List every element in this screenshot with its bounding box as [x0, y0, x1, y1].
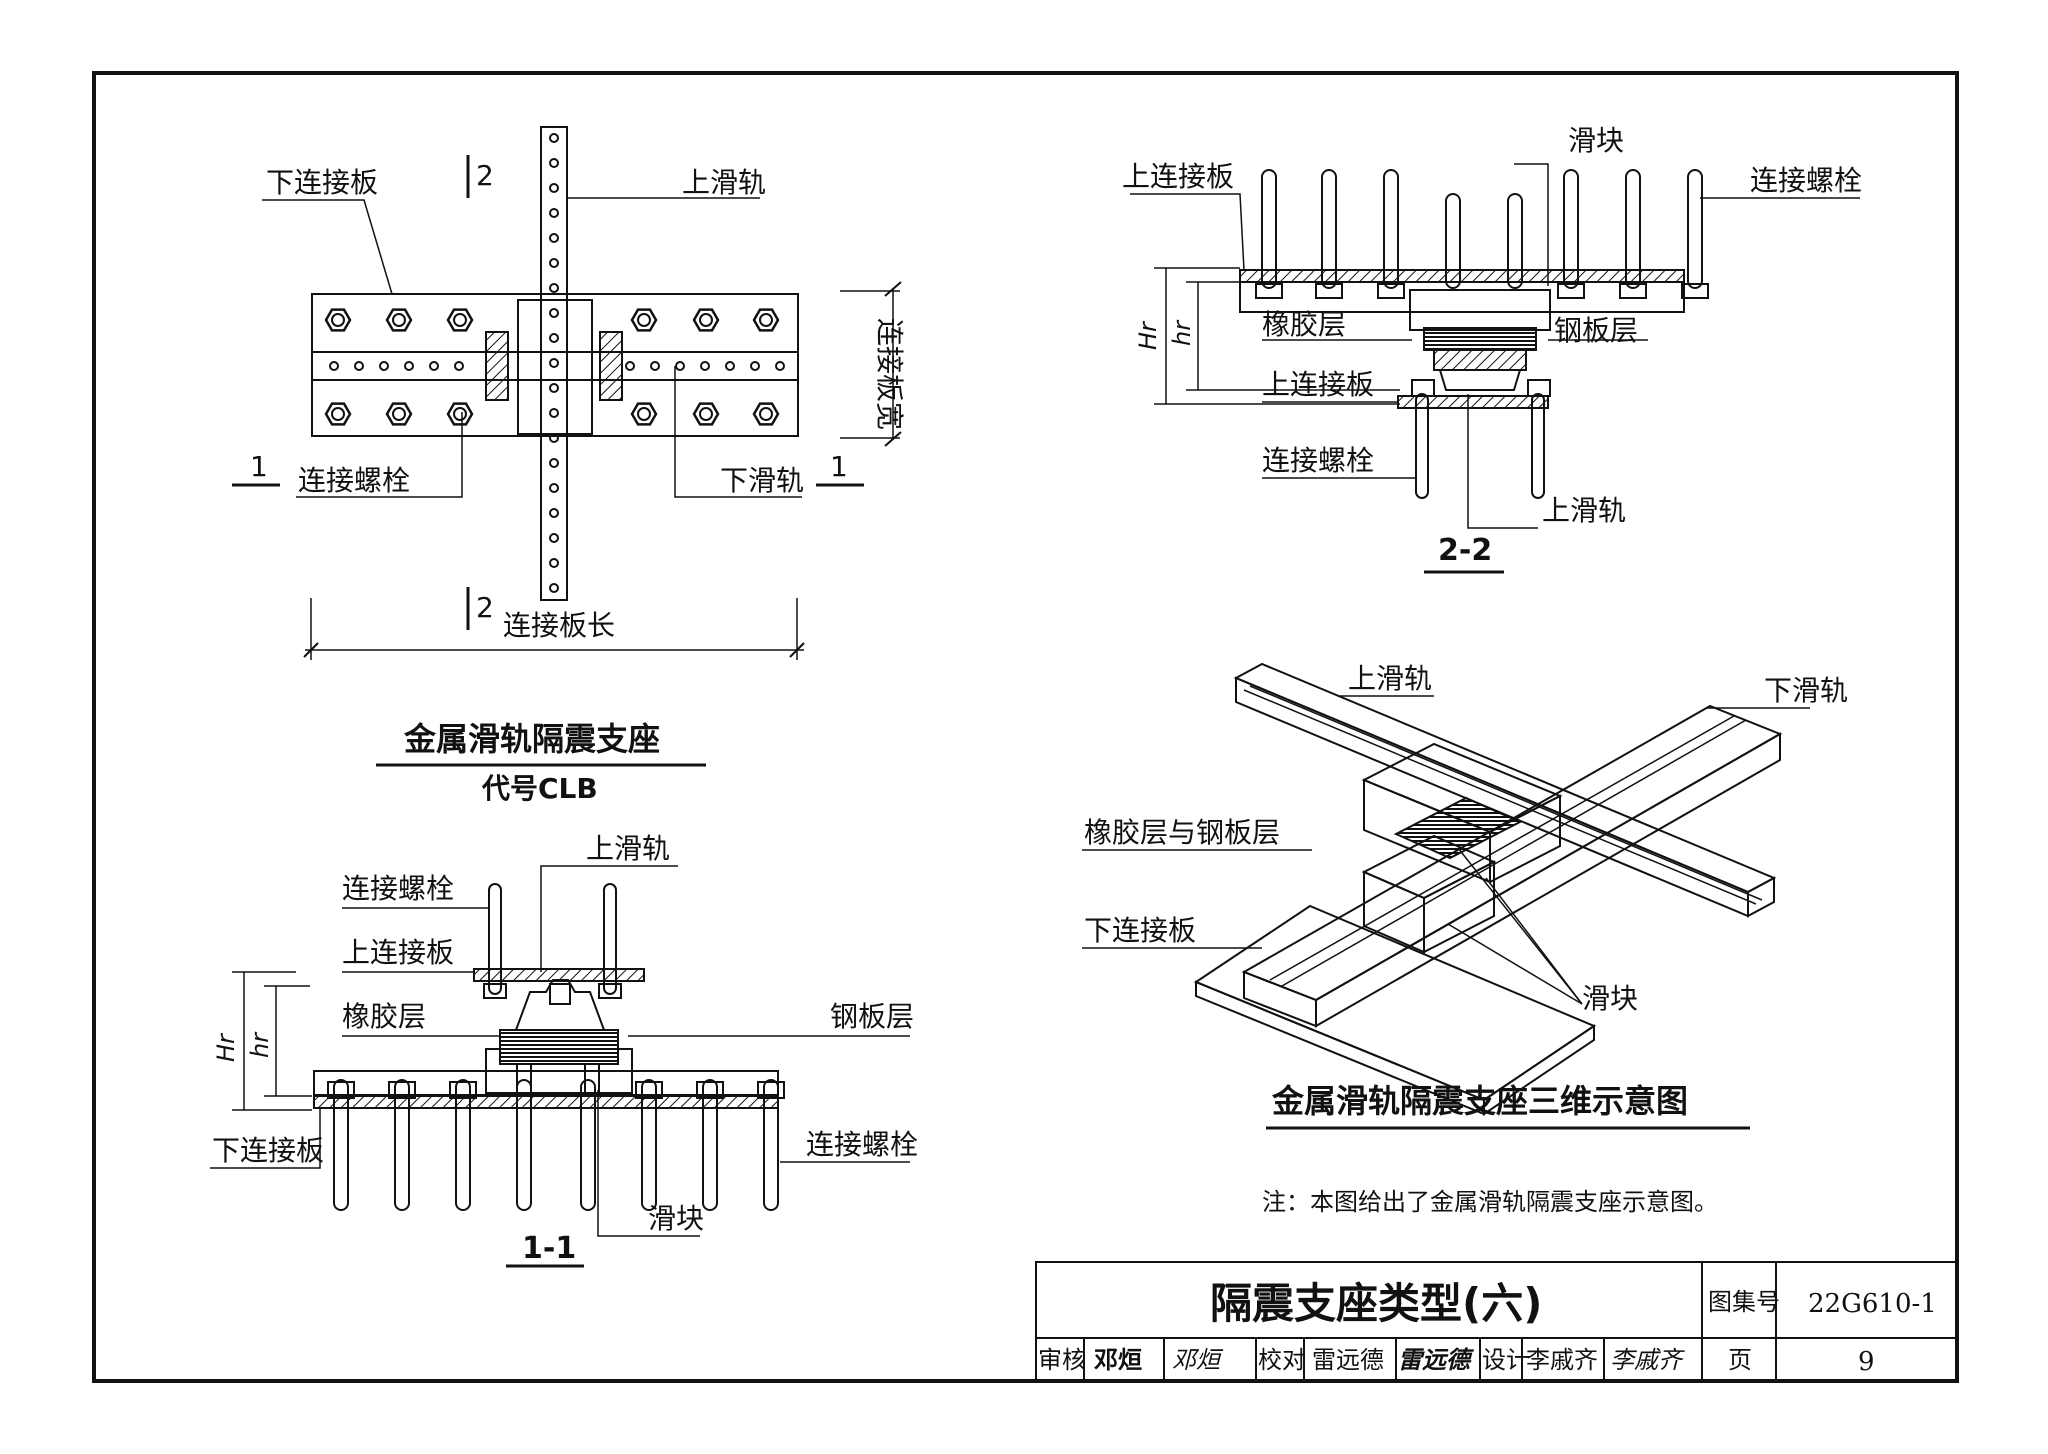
cut-marker-1-right: 1 [830, 450, 848, 483]
label-1-1-upper-plate: 上连接板 [342, 936, 454, 969]
label-1-1-bolt-bottom: 连接螺栓 [806, 1128, 918, 1161]
iso-view: 上滑轨 下滑轨 橡胶层与钢板层 下连接板 滑块 金属滑轨隔震支座三维示意图 [1082, 662, 1848, 1130]
label-plate-length: 连接板长 [503, 609, 615, 642]
review-label: 审核 [1038, 1346, 1086, 1374]
slider-left-hatched [485, 331, 509, 401]
label-iso-lower-rail: 下滑轨 [1764, 674, 1848, 707]
label-1-1-lower-plate: 下连接板 [212, 1134, 324, 1167]
section-2-2-title: 2-2 [1438, 533, 1492, 568]
review-name: 邓烜 [1094, 1346, 1142, 1374]
cut-marker-2-top: 2 [476, 159, 494, 192]
label-2-2-upper-plate-top: 上连接板 [1122, 160, 1234, 193]
iso-view-title: 金属滑轨隔震支座三维示意图 [1271, 1082, 1688, 1120]
check-label: 校对 [1258, 1346, 1306, 1374]
label-lower-plate: 下连接板 [266, 166, 378, 199]
label-1-1-rubber: 橡胶层 [342, 1000, 426, 1033]
label-iso-upper-rail: 上滑轨 [1348, 662, 1432, 695]
note-text: 注：本图给出了金属滑轨隔震支座示意图。 [1262, 1188, 1718, 1216]
design-signature: 李戚齐 [1610, 1346, 1685, 1374]
label-2-2-Hr: Hr [1134, 320, 1162, 350]
label-plate-width: 连接板宽 [873, 318, 906, 430]
label-2-2-bolt-bottom: 连接螺栓 [1262, 444, 1374, 477]
label-bolt: 连接螺栓 [298, 464, 410, 497]
label-2-2-hr: hr [1168, 319, 1196, 346]
atlas-label: 图集号 [1708, 1288, 1780, 1316]
page-number: 9 [1858, 1347, 1875, 1377]
label-2-2-steel: 钢板层 [1554, 314, 1638, 347]
section-1-1-title: 1-1 [522, 1231, 576, 1266]
lower-connecting-plate [311, 293, 799, 437]
slider-right-hatched [599, 331, 623, 401]
label-1-1-bolt-top: 连接螺栓 [342, 872, 454, 905]
label-2-2-slider: 滑块 [1568, 124, 1624, 157]
label-2-2-upper-plate: 上连接板 [1262, 368, 1374, 401]
label-1-1-hr: hr [246, 1031, 274, 1058]
label-2-2-bolt-top: 连接螺栓 [1750, 164, 1862, 197]
sheet-border [92, 71, 1959, 1383]
page-label: 页 [1728, 1346, 1752, 1374]
label-iso-slider: 滑块 [1582, 982, 1638, 1015]
check-signature: 雷远德 [1398, 1346, 1475, 1374]
label-1-1-upper-rail: 上滑轨 [586, 832, 670, 865]
label-1-1-steel: 钢板层 [830, 1000, 914, 1033]
atlas-number: 22G610-1 [1808, 1289, 1937, 1319]
design-label: 设计 [1482, 1346, 1530, 1374]
label-2-2-upper-rail: 上滑轨 [1542, 494, 1626, 527]
label-lower-rail: 下滑轨 [720, 464, 804, 497]
drawing-title: 隔震支座类型(六) [1210, 1279, 1542, 1328]
label-upper-rail: 上滑轨 [682, 166, 766, 199]
title-block: 隔震支座类型(六) 图集号 22G610-1 审核 邓烜 邓烜 校对 雷远德 雷… [1035, 1261, 1957, 1381]
label-1-1-slider: 滑块 [648, 1202, 704, 1235]
design-name: 李戚齐 [1526, 1346, 1598, 1374]
upper-rail [540, 126, 568, 601]
lower-rail-holes [329, 361, 785, 371]
cut-marker-1-left: 1 [250, 450, 268, 483]
bearing-stack [499, 1029, 619, 1065]
lower-rail [311, 351, 799, 381]
label-1-1-Hr: Hr [212, 1032, 240, 1062]
plan-view-title: 金属滑轨隔震支座 [403, 720, 660, 758]
plan-view-code: 代号CLB [481, 772, 598, 805]
section-1-1: 连接螺栓 上滑轨 上连接板 橡胶层 钢板层 下连接板 连接螺栓 滑块 Hr hr… [210, 832, 918, 1268]
label-2-2-rubber: 橡胶层 [1262, 308, 1346, 341]
check-name: 雷远德 [1312, 1346, 1384, 1374]
cut-marker-2-bottom: 2 [476, 591, 494, 624]
label-iso-rubber-steel: 橡胶层与钢板层 [1084, 816, 1280, 849]
label-iso-lower-plate: 下连接板 [1084, 914, 1196, 947]
upper-rail-holes [549, 133, 559, 593]
plan-view: 下连接板 上滑轨 连接板宽 连接螺栓 下滑轨 连接板长 1 1 2 2 金属滑轨… [232, 126, 906, 805]
review-signature: 邓烜 [1172, 1346, 1224, 1374]
section-2-2: 滑块 上连接板 连接螺栓 橡胶层 钢板层 上连接板 连接螺栓 上滑轨 Hr hr… [1122, 124, 1862, 574]
